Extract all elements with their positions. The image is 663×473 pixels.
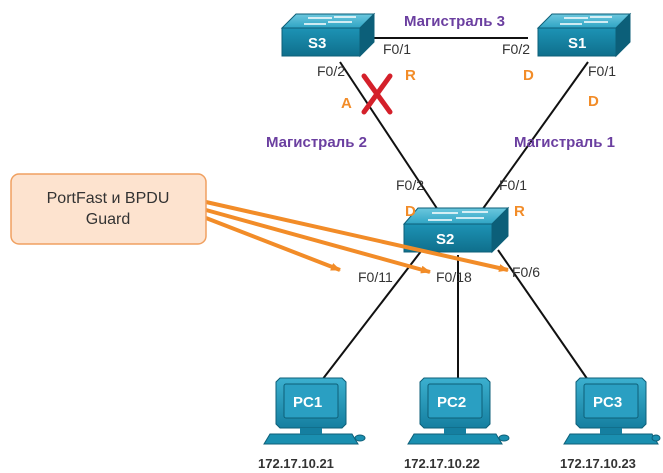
port-s2-f02: F0/2 bbox=[396, 177, 424, 193]
port-s2-f018: F0/18 bbox=[436, 269, 472, 285]
switch-s3-label: S3 bbox=[308, 35, 326, 52]
switch-s2[interactable]: S2 bbox=[402, 206, 510, 254]
trunk1-label: Магистраль 1 bbox=[514, 134, 615, 151]
pc1[interactable]: PC1 172.17.10.21 bbox=[258, 377, 366, 471]
port-s2-f011: F0/11 bbox=[358, 269, 393, 285]
switch-arrows-icon bbox=[560, 16, 612, 25]
blocked-port-x-icon bbox=[361, 73, 393, 115]
role-s2-f02: D bbox=[405, 203, 416, 220]
switch-arrows-icon bbox=[304, 16, 356, 25]
port-s1-f01: F0/1 bbox=[588, 63, 616, 79]
computer-icon bbox=[563, 377, 661, 445]
pc1-link bbox=[321, 249, 423, 381]
trunk3-label: Магистраль 3 bbox=[404, 13, 505, 30]
role-s2-f01: R bbox=[514, 203, 525, 220]
arrow-to-f011 bbox=[205, 216, 341, 272]
trunk2-link bbox=[339, 61, 439, 211]
portfast-callout: PortFast и BPDU Guard bbox=[10, 173, 207, 245]
callout-line2: Guard bbox=[86, 211, 130, 228]
port-s2-f01: F0/1 bbox=[499, 177, 527, 193]
pc1-ip: 172.17.10.21 bbox=[258, 456, 334, 471]
switch-arrows-icon bbox=[428, 211, 488, 221]
callout-arrows bbox=[205, 200, 509, 274]
role-s1-f01: D bbox=[588, 93, 599, 110]
role-s3-f01: R bbox=[405, 67, 416, 84]
links bbox=[321, 37, 589, 381]
switch-s3[interactable]: S3 bbox=[280, 12, 376, 58]
switch-s2-label: S2 bbox=[436, 231, 454, 248]
callout-line1: PortFast и BPDU bbox=[47, 190, 170, 207]
role-s1-f02: D bbox=[523, 67, 534, 84]
pc3-label: PC3 bbox=[593, 394, 622, 411]
pc3-ip: 172.17.10.23 bbox=[560, 456, 636, 471]
trunk1-link bbox=[481, 61, 589, 211]
arrow-to-f06 bbox=[205, 200, 509, 272]
computer-icon bbox=[407, 377, 510, 445]
pc2[interactable]: PC2 172.17.10.22 bbox=[404, 377, 510, 471]
pc2-ip: 172.17.10.22 bbox=[404, 456, 480, 471]
trunk2-label: Магистраль 2 bbox=[266, 134, 367, 151]
arrow-to-f018 bbox=[205, 208, 431, 274]
switch-s1-label: S1 bbox=[568, 35, 586, 52]
port-s3-f02: F0/2 bbox=[317, 63, 345, 79]
pc3[interactable]: PC3 172.17.10.23 bbox=[560, 377, 661, 471]
pc3-link bbox=[497, 249, 589, 381]
port-s3-f01: F0/1 bbox=[383, 41, 411, 57]
pc2-label: PC2 bbox=[437, 394, 466, 411]
pc1-label: PC1 bbox=[293, 394, 322, 411]
port-s2-f06: F0/6 bbox=[512, 264, 540, 280]
role-s3-f02: A bbox=[341, 95, 352, 112]
switch-s1[interactable]: S1 bbox=[536, 12, 632, 58]
computer-icon bbox=[263, 377, 366, 445]
port-s1-f02: F0/2 bbox=[502, 41, 530, 57]
